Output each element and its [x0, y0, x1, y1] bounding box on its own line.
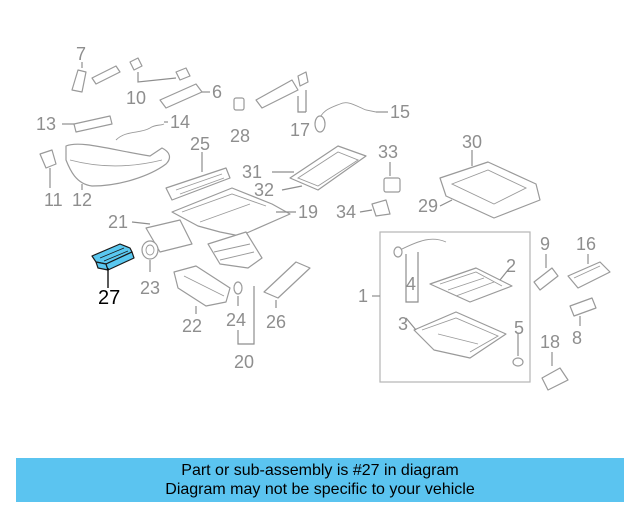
label-9: 9 — [540, 234, 550, 254]
label-7: 7 — [76, 44, 86, 64]
label-14: 14 — [170, 112, 190, 132]
label-21: 21 — [108, 212, 128, 232]
part-27-highlighted: 27 — [91, 243, 135, 309]
label-31: 31 — [242, 162, 262, 182]
part-32: 32 — [254, 180, 303, 200]
part-17: 17 — [255, 71, 310, 140]
label-17: 17 — [290, 120, 310, 140]
part-16: 16 — [567, 234, 611, 289]
label-19: 19 — [298, 202, 318, 222]
label-12: 12 — [72, 190, 92, 210]
label-29: 29 — [418, 196, 438, 216]
banner-line-1: Part or sub-assembly is #27 in diagram — [181, 462, 459, 479]
part-24: 24 — [226, 281, 246, 330]
label-20: 20 — [234, 352, 254, 372]
label-26: 26 — [266, 312, 286, 332]
part-26: 26 — [263, 261, 311, 332]
part-12: 12 — [65, 143, 171, 210]
label-15: 15 — [390, 102, 410, 122]
part-20: 20 — [234, 286, 255, 372]
part-21: 21 — [108, 212, 193, 253]
label-27: 27 — [98, 287, 120, 309]
label-5: 5 — [514, 318, 524, 338]
part-30: 30 — [439, 132, 541, 219]
parts-diagram: 7 10 6 28 17 15 13 — [36, 44, 611, 391]
label-13: 13 — [36, 114, 56, 134]
part-frame: 19 — [171, 187, 318, 237]
part-13: 13 — [36, 114, 113, 134]
part-28: 28 — [230, 97, 250, 146]
label-2: 2 — [506, 256, 516, 276]
part-34: 34 — [336, 199, 391, 222]
label-30: 30 — [462, 132, 482, 152]
part-rail — [207, 231, 263, 269]
label-22: 22 — [182, 316, 202, 336]
label-32: 32 — [254, 180, 274, 200]
label-16: 16 — [576, 234, 596, 254]
label-33: 33 — [378, 142, 398, 162]
banner-line-2: Diagram may not be specific to your vehi… — [165, 481, 475, 498]
part-7: 7 — [71, 44, 87, 93]
info-banner: Part or sub-assembly is #27 in diagram D… — [16, 458, 624, 502]
label-18: 18 — [540, 332, 560, 352]
label-6: 6 — [212, 82, 222, 102]
part-33: 33 — [378, 142, 401, 193]
label-28: 28 — [230, 126, 250, 146]
inset-box: 1 4 2 3 5 — [358, 231, 531, 383]
label-23: 23 — [140, 278, 160, 298]
part-11: 11 — [39, 149, 63, 210]
label-11: 11 — [44, 190, 63, 210]
part-31: 31 — [242, 145, 367, 191]
part-10: 10 — [91, 57, 191, 108]
part-9: 9 — [533, 234, 559, 291]
label-8: 8 — [572, 328, 582, 348]
part-23: 23 — [140, 240, 160, 298]
part-6: 6 — [159, 82, 222, 109]
part-22: 22 — [173, 265, 231, 336]
label-24: 24 — [226, 310, 246, 330]
label-25: 25 — [190, 134, 210, 154]
label-4: 4 — [406, 274, 416, 294]
part-25: 25 — [165, 134, 231, 201]
part-8: 8 — [569, 297, 597, 348]
label-10: 10 — [126, 88, 146, 108]
label-1: 1 — [358, 286, 368, 306]
label-34: 34 — [336, 202, 356, 222]
part-29: 29 — [418, 196, 453, 216]
part-14: 14 — [115, 112, 190, 141]
part-18: 18 — [540, 332, 569, 391]
label-3: 3 — [398, 314, 408, 334]
part-15: 15 — [314, 102, 410, 133]
